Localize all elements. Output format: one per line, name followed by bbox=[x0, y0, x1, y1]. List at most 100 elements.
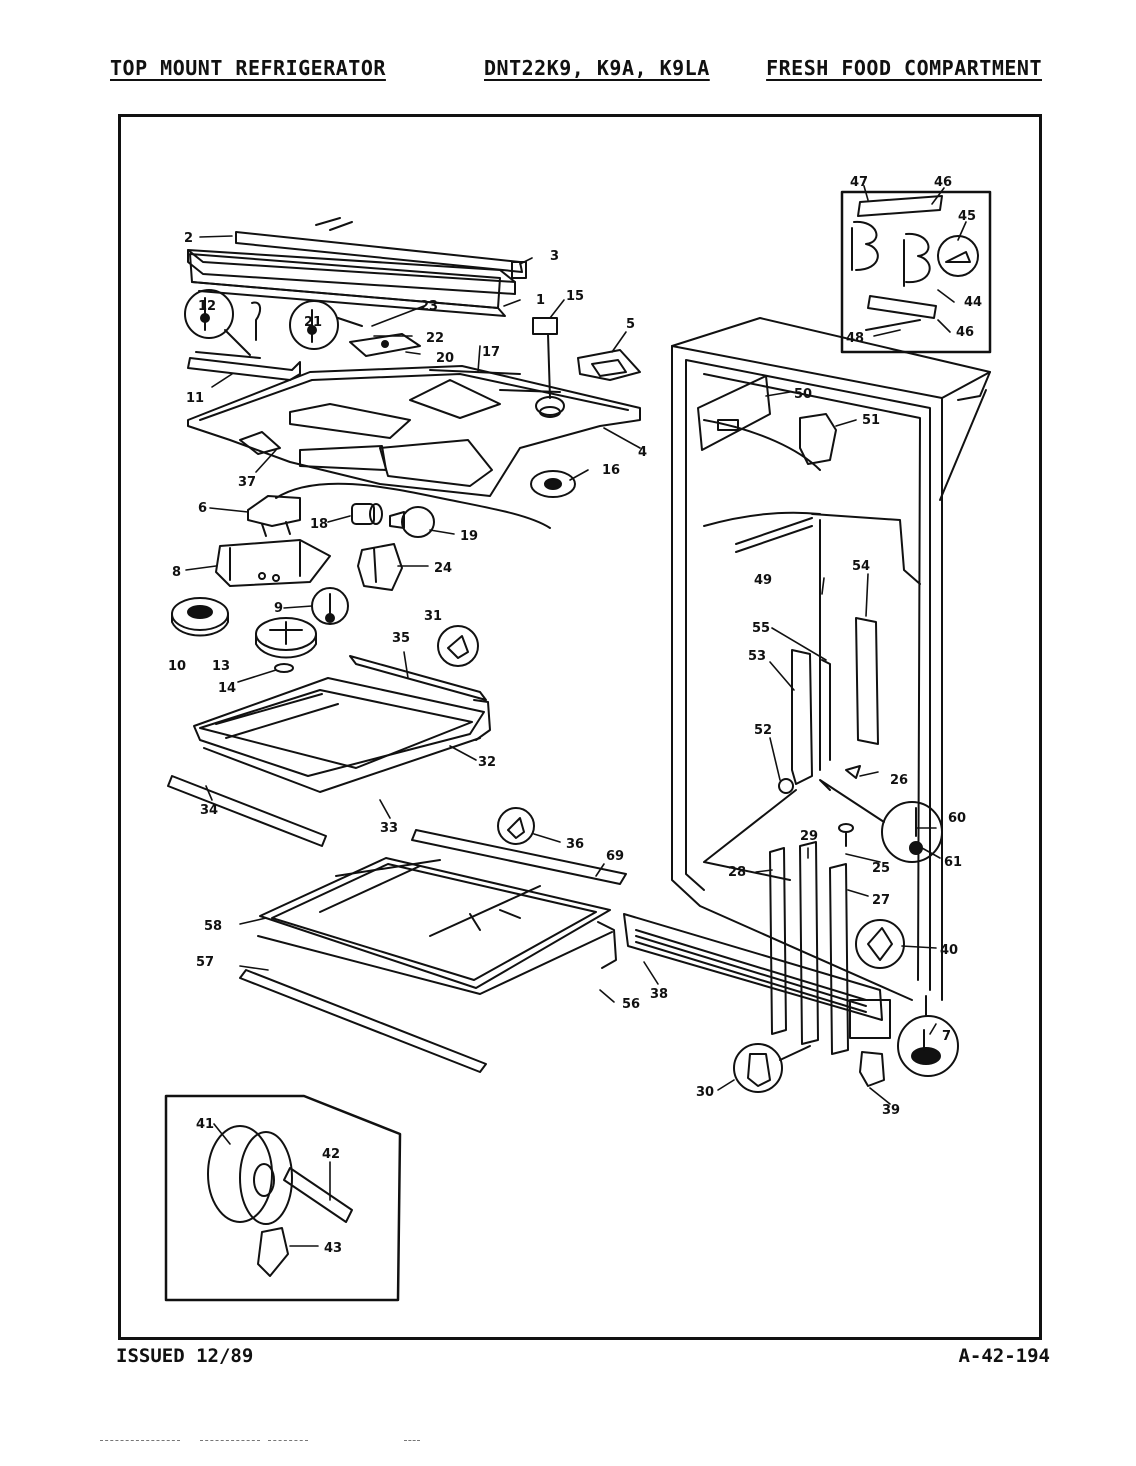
control-plate bbox=[697, 375, 771, 451]
label-part-26: 26 bbox=[890, 773, 908, 788]
scan-artifact bbox=[200, 1440, 260, 1442]
label-part-11: 11 bbox=[186, 391, 204, 406]
ceiling-liner bbox=[187, 365, 641, 497]
cantilever-shelf bbox=[193, 655, 491, 793]
label-part-53: 53 bbox=[748, 649, 766, 664]
switch-bracket bbox=[187, 351, 301, 381]
label-part-12: 12 bbox=[198, 299, 216, 314]
label-part-52: 52 bbox=[754, 723, 772, 738]
clip-39 bbox=[859, 1051, 885, 1087]
cap-52 bbox=[778, 778, 794, 794]
label-part-7: 7 bbox=[942, 1029, 951, 1044]
label-part-34: 34 bbox=[200, 803, 218, 818]
header-model-type: TOP MOUNT REFRIGERATOR bbox=[110, 56, 386, 80]
control-cover bbox=[577, 349, 641, 381]
clip-26 bbox=[845, 765, 861, 779]
label-part-6: 6 bbox=[198, 501, 207, 516]
label-part-46-top: 46 bbox=[934, 175, 952, 190]
label-part-57: 57 bbox=[196, 955, 214, 970]
light-shield-assembly bbox=[187, 217, 527, 317]
bracket-51 bbox=[799, 413, 837, 465]
rail-27 bbox=[829, 863, 849, 1055]
grille-clip bbox=[849, 999, 891, 1039]
label-part-5: 5 bbox=[626, 317, 635, 332]
label-part-38: 38 bbox=[650, 987, 668, 1002]
label-part-2: 2 bbox=[184, 231, 193, 246]
label-part-28: 28 bbox=[728, 865, 746, 880]
label-part-37: 37 bbox=[238, 475, 256, 490]
callout-circle-40 bbox=[855, 919, 905, 969]
label-part-41: 41 bbox=[196, 1117, 214, 1132]
label-part-1: 1 bbox=[536, 293, 545, 308]
label-part-4: 4 bbox=[638, 445, 647, 460]
thermostat-knob bbox=[532, 317, 565, 418]
label-part-9: 9 bbox=[274, 601, 283, 616]
issue-date: ISSUED 12/89 bbox=[116, 1345, 254, 1367]
roller-13 bbox=[255, 617, 317, 659]
label-part-44: 44 bbox=[964, 295, 982, 310]
label-part-36: 36 bbox=[566, 837, 584, 852]
label-part-45: 45 bbox=[958, 209, 976, 224]
label-part-54: 54 bbox=[852, 559, 870, 574]
label-part-15: 15 bbox=[566, 289, 584, 304]
label-part-25: 25 bbox=[872, 861, 890, 876]
label-part-23: 23 bbox=[420, 299, 438, 314]
scan-artifact bbox=[100, 1440, 180, 1442]
lamp-socket bbox=[351, 503, 383, 525]
label-part-43: 43 bbox=[324, 1241, 342, 1256]
label-part-21: 21 bbox=[304, 315, 322, 330]
callout-circle-9 bbox=[311, 587, 349, 625]
label-part-39: 39 bbox=[882, 1103, 900, 1118]
label-part-42: 42 bbox=[322, 1147, 340, 1162]
shelf-bracket bbox=[791, 649, 831, 785]
wire-harness bbox=[251, 301, 262, 341]
label-part-24: 24 bbox=[434, 561, 452, 576]
label-part-20: 20 bbox=[436, 351, 454, 366]
label-part-46-bottom: 46 bbox=[956, 325, 974, 340]
label-part-14: 14 bbox=[218, 681, 236, 696]
lamp-holder bbox=[357, 543, 403, 591]
label-part-47: 47 bbox=[850, 175, 868, 190]
label-part-50: 50 bbox=[794, 387, 812, 402]
label-part-19: 19 bbox=[460, 529, 478, 544]
label-part-55: 55 bbox=[752, 621, 770, 636]
label-part-61: 61 bbox=[944, 855, 962, 870]
label-part-40: 40 bbox=[940, 943, 958, 958]
glass-shelf bbox=[239, 829, 627, 1073]
refrigerator-cabinet bbox=[671, 317, 991, 1001]
inset-upper-right bbox=[840, 190, 992, 354]
label-part-60: 60 bbox=[948, 811, 966, 826]
leveling-leg bbox=[897, 995, 959, 1077]
label-part-29: 29 bbox=[800, 829, 818, 844]
label-part-30: 30 bbox=[696, 1085, 714, 1100]
callout-circle-36 bbox=[497, 807, 535, 845]
control-dial bbox=[530, 470, 576, 498]
electrical-box bbox=[215, 539, 331, 587]
label-part-22: 22 bbox=[426, 331, 444, 346]
header-model-numbers: DNT22K9, K9A, K9LA bbox=[484, 56, 710, 80]
callout-circle-31 bbox=[437, 625, 479, 667]
label-part-31: 31 bbox=[424, 609, 442, 624]
part-number-labels: 2 3 1 15 5 12 21 23 22 20 17 11 4 16 37 … bbox=[168, 175, 982, 1256]
light-switch bbox=[247, 495, 301, 537]
diagram-code: A-42-194 bbox=[958, 1345, 1050, 1367]
rail-29 bbox=[799, 841, 819, 1045]
scan-artifact bbox=[268, 1440, 308, 1442]
header-section-title: FRESH FOOD COMPARTMENT bbox=[766, 56, 1042, 80]
inset-wheel-detail bbox=[164, 1094, 402, 1302]
label-part-10: 10 bbox=[168, 659, 186, 674]
bottom-grille bbox=[623, 913, 883, 1021]
label-part-35: 35 bbox=[392, 631, 410, 646]
scan-artifact bbox=[404, 1440, 420, 1442]
label-part-27: 27 bbox=[872, 893, 890, 908]
light-bulb bbox=[389, 506, 435, 538]
label-part-49: 49 bbox=[754, 573, 772, 588]
label-part-16: 16 bbox=[602, 463, 620, 478]
shelf-front-trim bbox=[167, 775, 327, 847]
label-part-18: 18 bbox=[310, 517, 328, 532]
label-part-8: 8 bbox=[172, 565, 181, 580]
callout-circle-21 bbox=[289, 300, 363, 350]
label-part-58: 58 bbox=[204, 919, 222, 934]
shelf-support-rail bbox=[855, 617, 879, 745]
